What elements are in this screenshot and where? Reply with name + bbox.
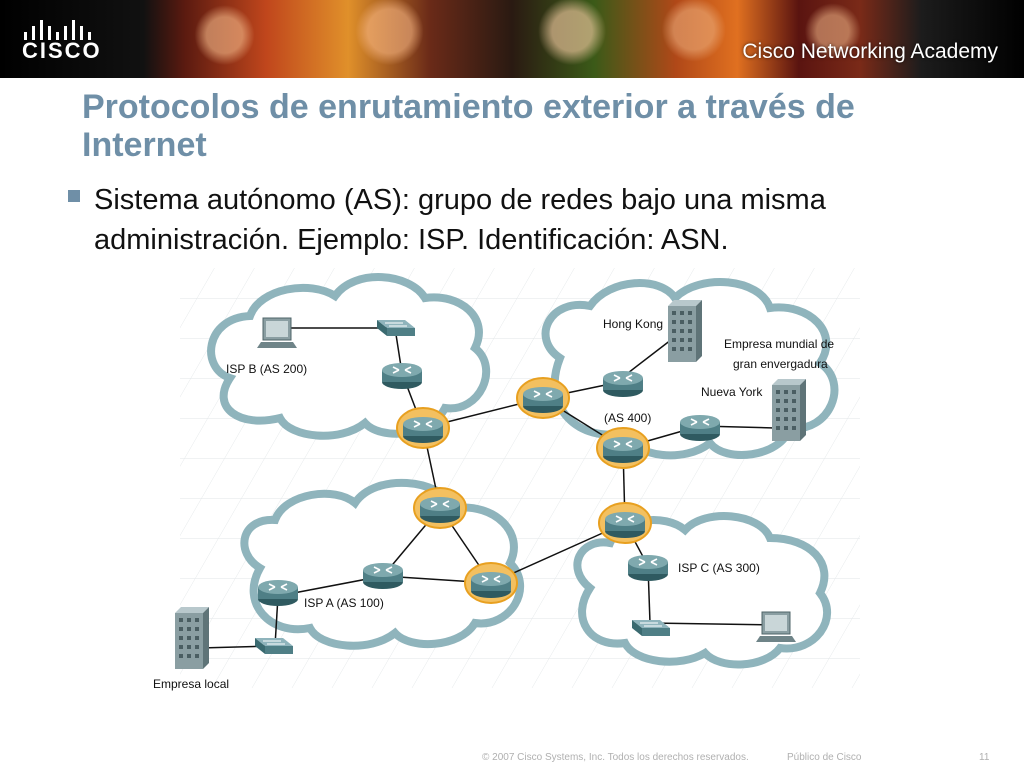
footer-copyright: © 2007 Cisco Systems, Inc. Todos los der… (482, 752, 749, 763)
router-as400-border-south-icon (602, 436, 644, 464)
label-empresa-local: Empresa local (153, 677, 229, 691)
label-empresa-mundial-line1: Empresa mundial de (724, 337, 834, 351)
router-isp-a-border-north-icon (419, 496, 461, 524)
label-isp-b: ISP B (AS 200) (226, 362, 307, 376)
building-hong-kong-icon (668, 300, 702, 362)
building-nueva-york-icon (772, 379, 806, 441)
footer-classification: Público de Cisco (787, 752, 862, 763)
router-isp-c-core-icon (627, 554, 669, 582)
building-empresa-local-icon (175, 607, 209, 669)
cisco-logo: CISCO (18, 16, 138, 63)
label-as-400: (AS 400) (604, 411, 651, 425)
router-isp-a-core-icon (362, 562, 404, 590)
bullet-square-icon (68, 190, 80, 202)
bullet-text: Sistema autónomo (AS): grupo de redes ba… (94, 184, 826, 256)
footer-page-number: 11 (979, 752, 990, 763)
router-as400-core-icon (602, 370, 644, 398)
header-banner: CISCO Cisco Networking Academy (0, 0, 1024, 78)
label-hong-kong: Hong Kong (603, 317, 663, 331)
router-isp-b-border-icon (402, 416, 444, 444)
pc-isp-c-icon (755, 611, 797, 643)
router-nueva-york-icon (679, 414, 721, 442)
cisco-bridge-icon (24, 18, 94, 40)
router-isp-c-border-icon (604, 511, 646, 539)
router-isp-a-border-east-icon (470, 571, 512, 599)
label-isp-a: ISP A (AS 100) (304, 596, 384, 610)
pc-isp-b-icon (256, 317, 298, 349)
label-isp-c: ISP C (AS 300) (678, 561, 760, 575)
cloud-isp-b (207, 273, 491, 440)
header-photo-strip (155, 0, 1024, 78)
label-empresa-mundial-line2: gran envergadura (733, 357, 828, 371)
cisco-logo-text: CISCO (22, 38, 102, 63)
router-isp-a-edge-icon (257, 579, 299, 607)
academy-title: Cisco Networking Academy (742, 40, 998, 63)
network-diagram: ISP B (AS 200) Hong Kong Empresa mundial… (153, 268, 860, 691)
router-isp-b-icon (381, 362, 423, 390)
slide-title: Protocolos de enrutamiento exterior a tr… (82, 88, 855, 164)
label-nueva-york: Nueva York (701, 385, 763, 399)
router-as400-border-west-icon (522, 386, 564, 414)
